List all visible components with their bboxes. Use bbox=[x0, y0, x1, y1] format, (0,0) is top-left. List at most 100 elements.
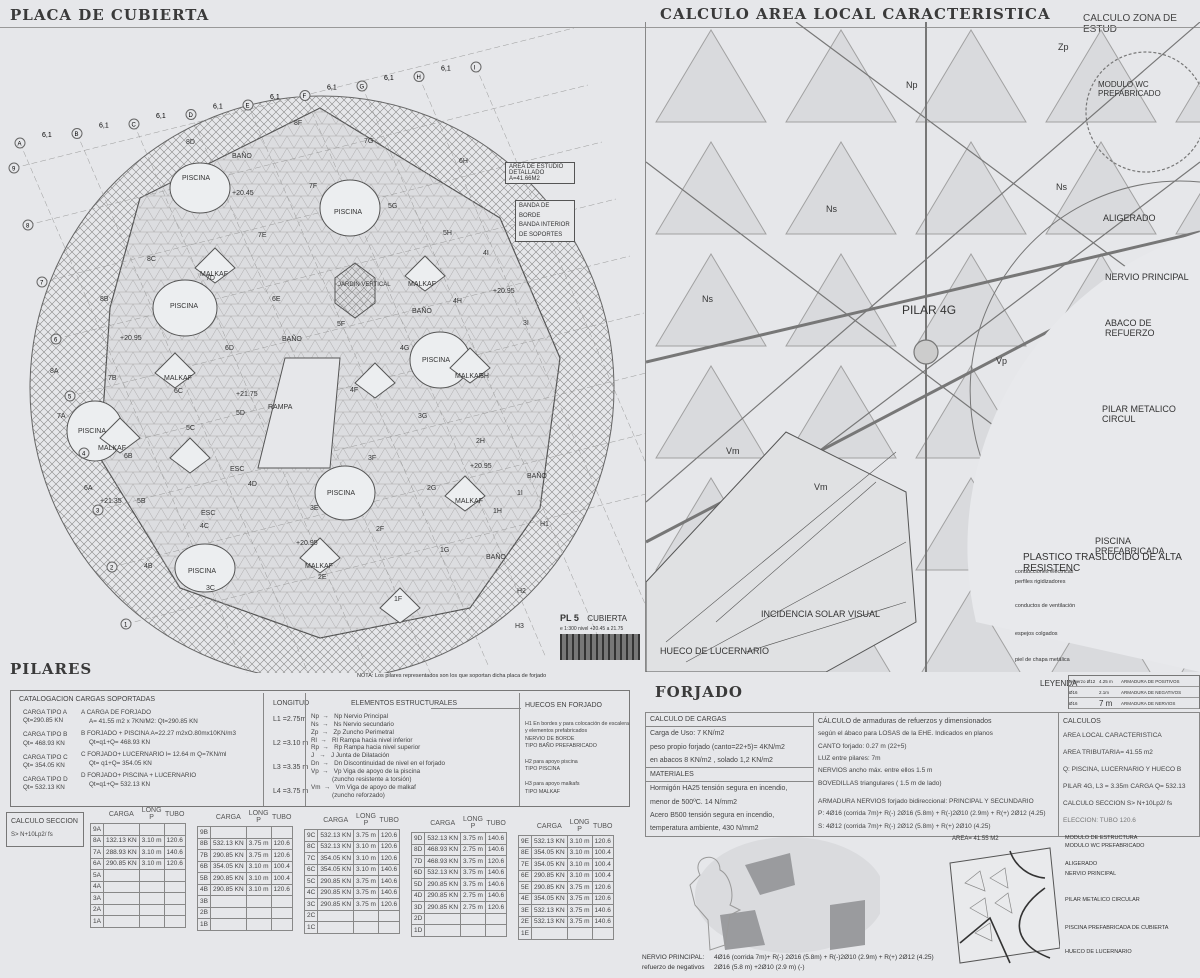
pillar-table-header: LONG P bbox=[356, 813, 376, 827]
pillar-cell bbox=[209, 895, 247, 908]
pool-shape bbox=[174, 543, 236, 593]
pillar-cell bbox=[270, 906, 293, 919]
detail-label: Ns bbox=[826, 204, 837, 214]
plan-label: 6A bbox=[84, 485, 93, 492]
pool-label: PISCINA PREFABRICADA bbox=[1095, 536, 1165, 556]
pillar-id: 6A bbox=[90, 857, 104, 870]
plan-label: BAÑO bbox=[412, 306, 432, 315]
element-legend: Ns → Ns Nervio secundario bbox=[311, 720, 394, 728]
axis-letter: I bbox=[474, 66, 476, 72]
axis-marker bbox=[22, 219, 34, 231]
plan-label: RAMPA bbox=[268, 404, 293, 411]
pillar-cell: 3.10 m bbox=[245, 860, 272, 873]
pillar-id: 9A bbox=[90, 823, 104, 836]
pillar-cell: 532.13 KN bbox=[424, 832, 462, 845]
pillar-id: 6E bbox=[518, 869, 532, 882]
plan-label: 1H bbox=[493, 508, 502, 515]
axis-marker bbox=[78, 447, 90, 459]
length-value: L3 =3.35 m bbox=[273, 764, 309, 772]
main-rib-label: NERVIO PRINCIPAL bbox=[1105, 272, 1189, 282]
panel-divider bbox=[645, 22, 646, 672]
pillar-cell: 120.6 bbox=[377, 829, 401, 842]
axis-letter: H bbox=[417, 75, 421, 81]
load-type-name: CARGA TIPO B bbox=[23, 731, 68, 739]
load-desc-result: Qt= q1+Q= 354.05 KN bbox=[89, 759, 152, 767]
pillar-cell: 3.10 m bbox=[245, 883, 272, 896]
pillar-id: 7E bbox=[518, 858, 532, 871]
pillar-row: 1C bbox=[303, 921, 401, 934]
plan-label: MALKAF bbox=[305, 563, 333, 570]
axis-marker bbox=[242, 99, 254, 111]
module-label: MODULO WC PREFABRICADO bbox=[1065, 843, 1145, 849]
pillar-id: 8D bbox=[410, 843, 426, 856]
pillar-cell: 120.6 bbox=[377, 898, 401, 911]
pillar-cell: 120.6 bbox=[377, 840, 401, 853]
pillar-cell bbox=[209, 918, 247, 931]
pillar-id: 2D bbox=[410, 912, 426, 925]
legend-desc: ARMADURA DE NEGATIVOS bbox=[1121, 689, 1182, 695]
pillar-id: 2B bbox=[197, 906, 211, 919]
detail-label: Zp bbox=[1058, 42, 1069, 52]
detail-label: HUECO DE LUCERNARIO bbox=[660, 646, 769, 656]
pillar-cell: 140.6 bbox=[484, 832, 508, 845]
axis-number: 4 bbox=[82, 452, 86, 458]
pillar-cell bbox=[163, 869, 186, 882]
legend-length: 7 m bbox=[1099, 698, 1113, 708]
malkaf-shape bbox=[299, 537, 341, 574]
pillar-cell: 140.6 bbox=[484, 843, 508, 856]
pillar-id: 6C bbox=[303, 863, 319, 876]
wc-module-label: MODULO WC PREFABRICADO bbox=[1098, 80, 1161, 98]
pillar-cell: 3.75 m bbox=[353, 886, 379, 899]
pillar-cell: 3.10 m bbox=[245, 872, 272, 885]
plan-label: 7B bbox=[108, 375, 117, 382]
axis-marker bbox=[92, 504, 104, 516]
plan-label: 5H bbox=[443, 230, 452, 237]
pillar-cell bbox=[102, 823, 140, 836]
load-desc: C FORJADO+ LUCERNARIO l= 12.64 m Q=7KN/m… bbox=[81, 751, 236, 768]
nervio-label: NERVIO PRINCIPAL: bbox=[642, 954, 705, 961]
element-legend: Zp → Zp Zuncho Perimetral bbox=[311, 728, 394, 736]
axis-spacing: 6,1 bbox=[99, 123, 109, 130]
pillar-id: 5E bbox=[518, 881, 532, 894]
pillar-cell bbox=[484, 912, 508, 925]
length-value: L2 =3.10 m bbox=[273, 740, 309, 748]
pillar-cell: 3.10 m bbox=[353, 840, 379, 853]
module-area: AREA= 41.55 M2 bbox=[952, 836, 999, 842]
pillar-cell: 140.6 bbox=[163, 846, 186, 859]
reinforcement-line: BOVEDILLAS triangulares ( 1.5 m de lado) bbox=[818, 779, 942, 787]
pillar-cell: 532.13 KN bbox=[530, 904, 568, 917]
axis-number: 6 bbox=[54, 338, 58, 344]
axis-number: 8 bbox=[26, 224, 30, 230]
pillar-id: 6D bbox=[410, 866, 426, 879]
malkaf-shape bbox=[194, 247, 236, 284]
plan-label: 1F bbox=[394, 596, 402, 603]
load-desc-line: D FORJADO+ PISCINA + LUCERNARIO bbox=[81, 772, 197, 779]
study-area-callout: AREA DE ESTUDIO DETALLADO A=41.66M2 bbox=[505, 162, 575, 184]
malkaf-shape bbox=[154, 352, 196, 389]
plastic-label: PLASTICO TRASLÚCIDO DE ALTA RESISTENC bbox=[1023, 552, 1182, 574]
pillar-id: 1D bbox=[410, 924, 426, 937]
legend-bar: Ø16 bbox=[1069, 689, 1078, 695]
plan-label: 7G bbox=[364, 138, 373, 145]
pillar-id: 4C bbox=[303, 886, 319, 899]
pillar-table-header: TUBO bbox=[271, 813, 292, 821]
element-legend: (zuncho resistente a torsión) bbox=[311, 775, 412, 783]
pillar-id: 4A bbox=[90, 880, 104, 893]
pillar-cell: 140.6 bbox=[377, 875, 401, 888]
plan-label: PISCINA bbox=[327, 490, 355, 497]
grid-line bbox=[27, 84, 589, 226]
pillar-cell: 354.05 KN bbox=[530, 858, 568, 871]
detail-label: Vp bbox=[996, 356, 1007, 366]
pillar-cell: 288.93 KN bbox=[102, 846, 140, 859]
plan-label: 2G bbox=[427, 485, 436, 492]
pillar-cell: 354.05 KN bbox=[317, 852, 355, 865]
